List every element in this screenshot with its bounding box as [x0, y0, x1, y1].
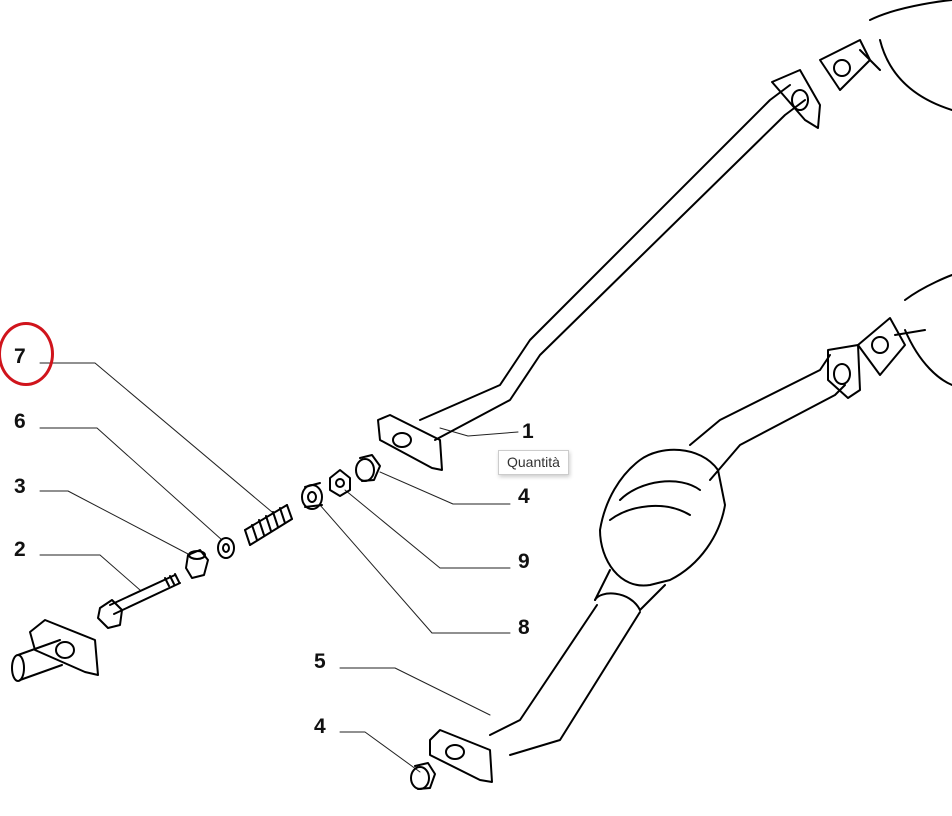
callout-3[interactable]: 3: [14, 475, 26, 498]
washer-6: [217, 537, 235, 559]
leader-4a: [379, 471, 511, 505]
tooltip: Quantità: [498, 450, 569, 475]
nut-9: [329, 469, 351, 497]
manifold-flange: [11, 619, 99, 682]
bolt-2: [97, 573, 181, 629]
callout-4[interactable]: 4: [518, 485, 530, 508]
callout-1[interactable]: 1: [522, 420, 534, 443]
leader-lines: [39, 362, 519, 773]
sleeve-8: [301, 482, 323, 510]
callout-7[interactable]: 7: [14, 345, 26, 368]
lower-muffler: [857, 274, 952, 386]
callout-8[interactable]: 8: [518, 616, 530, 639]
leader-5: [339, 667, 491, 716]
gasket-4b: [410, 762, 436, 790]
leader-7: [39, 362, 273, 513]
gasket-4a: [355, 454, 381, 482]
upper-pipe: [377, 69, 821, 471]
callout-4-lower[interactable]: 4: [314, 715, 326, 738]
catalytic-converter-pipe: [429, 344, 861, 783]
upper-muffler: [819, 0, 952, 111]
leader-8: [319, 504, 511, 634]
callout-5[interactable]: 5: [314, 650, 326, 673]
leader-3: [39, 490, 191, 556]
leader-6: [39, 427, 223, 541]
callout-9[interactable]: 9: [518, 550, 530, 573]
selected-callout-highlight: [0, 322, 54, 386]
leader-2: [39, 554, 141, 591]
callout-6[interactable]: 6: [14, 410, 26, 433]
bushing-3: [185, 549, 209, 579]
spring-7: [244, 504, 293, 546]
leader-4b: [339, 731, 421, 773]
callout-2[interactable]: 2: [14, 538, 26, 561]
leader-1: [439, 427, 519, 437]
leader-9: [344, 489, 511, 569]
